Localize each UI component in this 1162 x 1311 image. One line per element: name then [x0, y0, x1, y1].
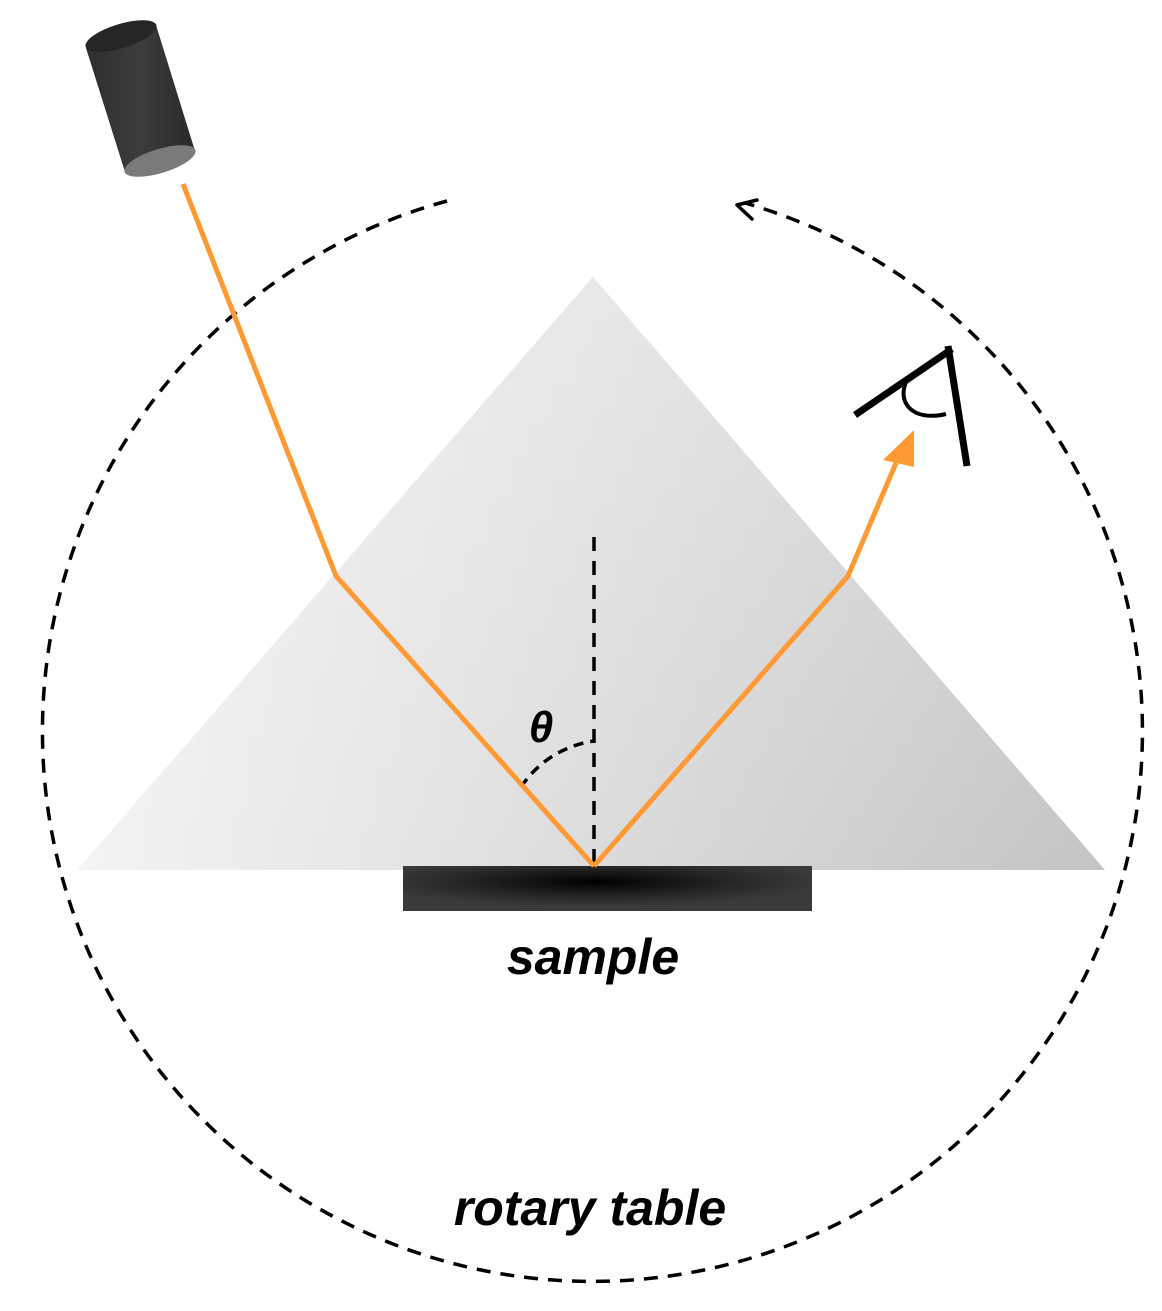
light-source-icon — [85, 20, 196, 177]
rotary-table-circle — [40, 199, 1145, 1284]
reflected-beam-arrowhead — [883, 430, 914, 467]
rotation-arrow-icon — [735, 198, 759, 221]
rotary-table-label: rotary table — [454, 1180, 726, 1236]
sample-label: sample — [507, 929, 679, 985]
eye-detector-icon — [853, 345, 971, 467]
reflected-beam — [592, 462, 899, 868]
prism — [77, 277, 1105, 870]
sample-plate — [403, 866, 812, 911]
theta-angle-arc — [519, 739, 595, 788]
theta-label: θ — [529, 703, 554, 752]
incident-beam — [180, 183, 596, 868]
